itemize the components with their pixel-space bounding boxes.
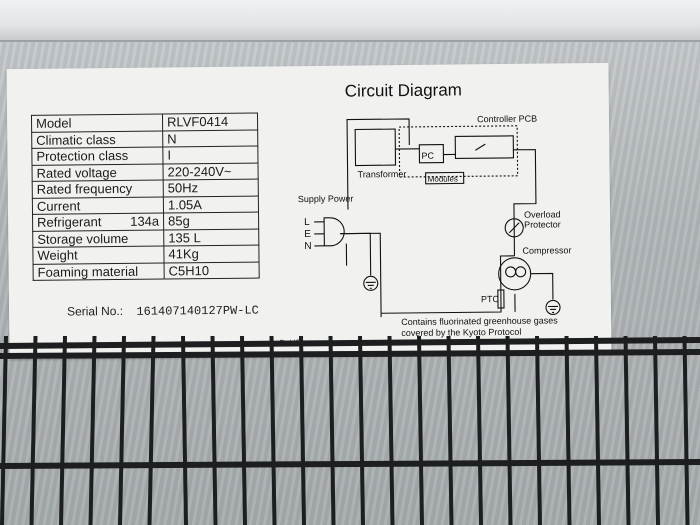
spec-key: Protection class xyxy=(31,147,163,165)
transformer-label: Transformer xyxy=(358,169,407,180)
grille-wire xyxy=(653,335,660,525)
grille-wire xyxy=(417,335,424,525)
transformer-symbol xyxy=(354,128,397,167)
terminal-n-label: N xyxy=(304,241,311,252)
grille-wire xyxy=(240,335,247,525)
grille-wire xyxy=(564,335,572,525)
spec-row: Rated voltage 220-240V~ xyxy=(32,162,259,182)
grille-wire xyxy=(476,335,483,525)
overload-line-1: Overload xyxy=(524,209,561,219)
spec-key: Foaming material xyxy=(33,262,165,281)
grille-wire xyxy=(505,335,513,525)
pc-label: PC xyxy=(421,151,434,161)
wire-grille xyxy=(0,335,700,525)
ground-icon xyxy=(545,299,561,315)
grille-wire xyxy=(623,335,631,525)
terminal-e-label: E xyxy=(304,229,311,240)
modules-box xyxy=(425,171,465,185)
spec-key: Current xyxy=(32,196,164,215)
refrigerant-code: 134a xyxy=(130,213,160,230)
wire-l xyxy=(346,118,410,210)
spec-key: Storage volume xyxy=(32,229,164,248)
spec-row: Model RLVF0414 xyxy=(31,113,258,132)
modules-label: Modules xyxy=(428,174,458,183)
serial-value: 161407140127PW-LC xyxy=(136,303,259,319)
spec-key: Model xyxy=(31,114,163,132)
spec-value: I xyxy=(162,146,258,164)
grille-wire xyxy=(299,335,306,525)
grille-wire xyxy=(446,335,454,525)
fgas-line: Contains fluorinated greenhouse gases xyxy=(401,315,558,328)
wire-relay-overload xyxy=(513,149,537,256)
terminal-l-label: L xyxy=(304,217,310,228)
top-shelf xyxy=(0,0,700,42)
spec-value: 85g xyxy=(163,212,259,230)
grille-wire xyxy=(594,335,601,525)
spec-key: Weight xyxy=(32,246,165,264)
overload-protector-arrow xyxy=(508,222,520,234)
grille-wire xyxy=(387,335,395,525)
overload-protector-symbol xyxy=(504,218,524,238)
grille-wire xyxy=(269,335,277,525)
grille-wire xyxy=(535,335,542,525)
grille-rail-middle xyxy=(0,459,700,469)
rating-label: Model RLVF0414 Climatic class N Protecti… xyxy=(6,62,612,360)
grille-wire xyxy=(0,335,8,525)
controller-pcb-box xyxy=(398,125,519,178)
grille-wire xyxy=(88,335,97,525)
wire-compressor-return xyxy=(381,255,515,314)
grille-wire xyxy=(59,335,67,525)
grille-wire xyxy=(210,335,218,525)
grille-wire xyxy=(118,335,126,525)
compressor-winding xyxy=(505,266,517,278)
grille-wire xyxy=(358,335,365,525)
plug-symbol xyxy=(323,217,345,247)
wire-compressor-ground xyxy=(530,272,554,300)
spec-key: Rated frequency xyxy=(32,180,164,198)
wire-e xyxy=(340,232,372,276)
overload-protector-label: Overload Protector xyxy=(524,209,563,229)
spec-value: N xyxy=(162,129,258,148)
circuit-diagram: PC Controller PCB Transformer Modules Su… xyxy=(298,114,571,318)
relay-contact xyxy=(475,143,486,151)
serial-line: Serial No.: 161407140127PW-LC xyxy=(67,303,259,320)
grille-wire xyxy=(181,335,188,525)
ground-icon xyxy=(363,275,379,291)
compressor-label: Compressor xyxy=(522,245,571,256)
spec-key: Refrigerant xyxy=(37,214,102,231)
grille-wire xyxy=(682,335,690,525)
grille-rail-top xyxy=(0,337,700,349)
relay-box xyxy=(454,135,515,160)
grille-wire xyxy=(29,335,38,525)
spec-table: Model RLVF0414 Climatic class N Protecti… xyxy=(31,113,260,281)
spec-value: 50Hz xyxy=(163,179,259,197)
spec-value: 1.05A xyxy=(163,195,259,214)
spec-value: 220-240V~ xyxy=(162,162,259,181)
spec-value: C5H10 xyxy=(164,261,260,280)
overload-line-2: Protector xyxy=(524,219,561,229)
grille-rail-top-2 xyxy=(0,349,700,359)
spec-value: 41Kg xyxy=(163,245,260,263)
grille-wire xyxy=(328,335,336,525)
pc-box xyxy=(418,144,445,164)
spec-key: Rated voltage xyxy=(32,163,164,182)
spec-key: Climatic class xyxy=(31,130,163,149)
circuit-title: Circuit Diagram xyxy=(344,80,462,101)
spec-key-refrigerant: Refrigerant 134a xyxy=(32,213,164,231)
supply-power-label: Supply Power xyxy=(298,194,354,205)
spec-value: RLVF0414 xyxy=(162,113,258,131)
compressor-winding xyxy=(515,266,527,278)
spec-row: Foaming material C5H10 xyxy=(33,261,260,281)
grille-wire xyxy=(147,335,156,525)
spec-value: 135 L xyxy=(163,228,259,247)
serial-label: Serial No.: xyxy=(66,303,124,319)
ptc-symbol xyxy=(497,289,505,309)
controller-pcb-label: Controller PCB xyxy=(477,114,537,125)
ptc-label: PTC xyxy=(481,294,500,304)
